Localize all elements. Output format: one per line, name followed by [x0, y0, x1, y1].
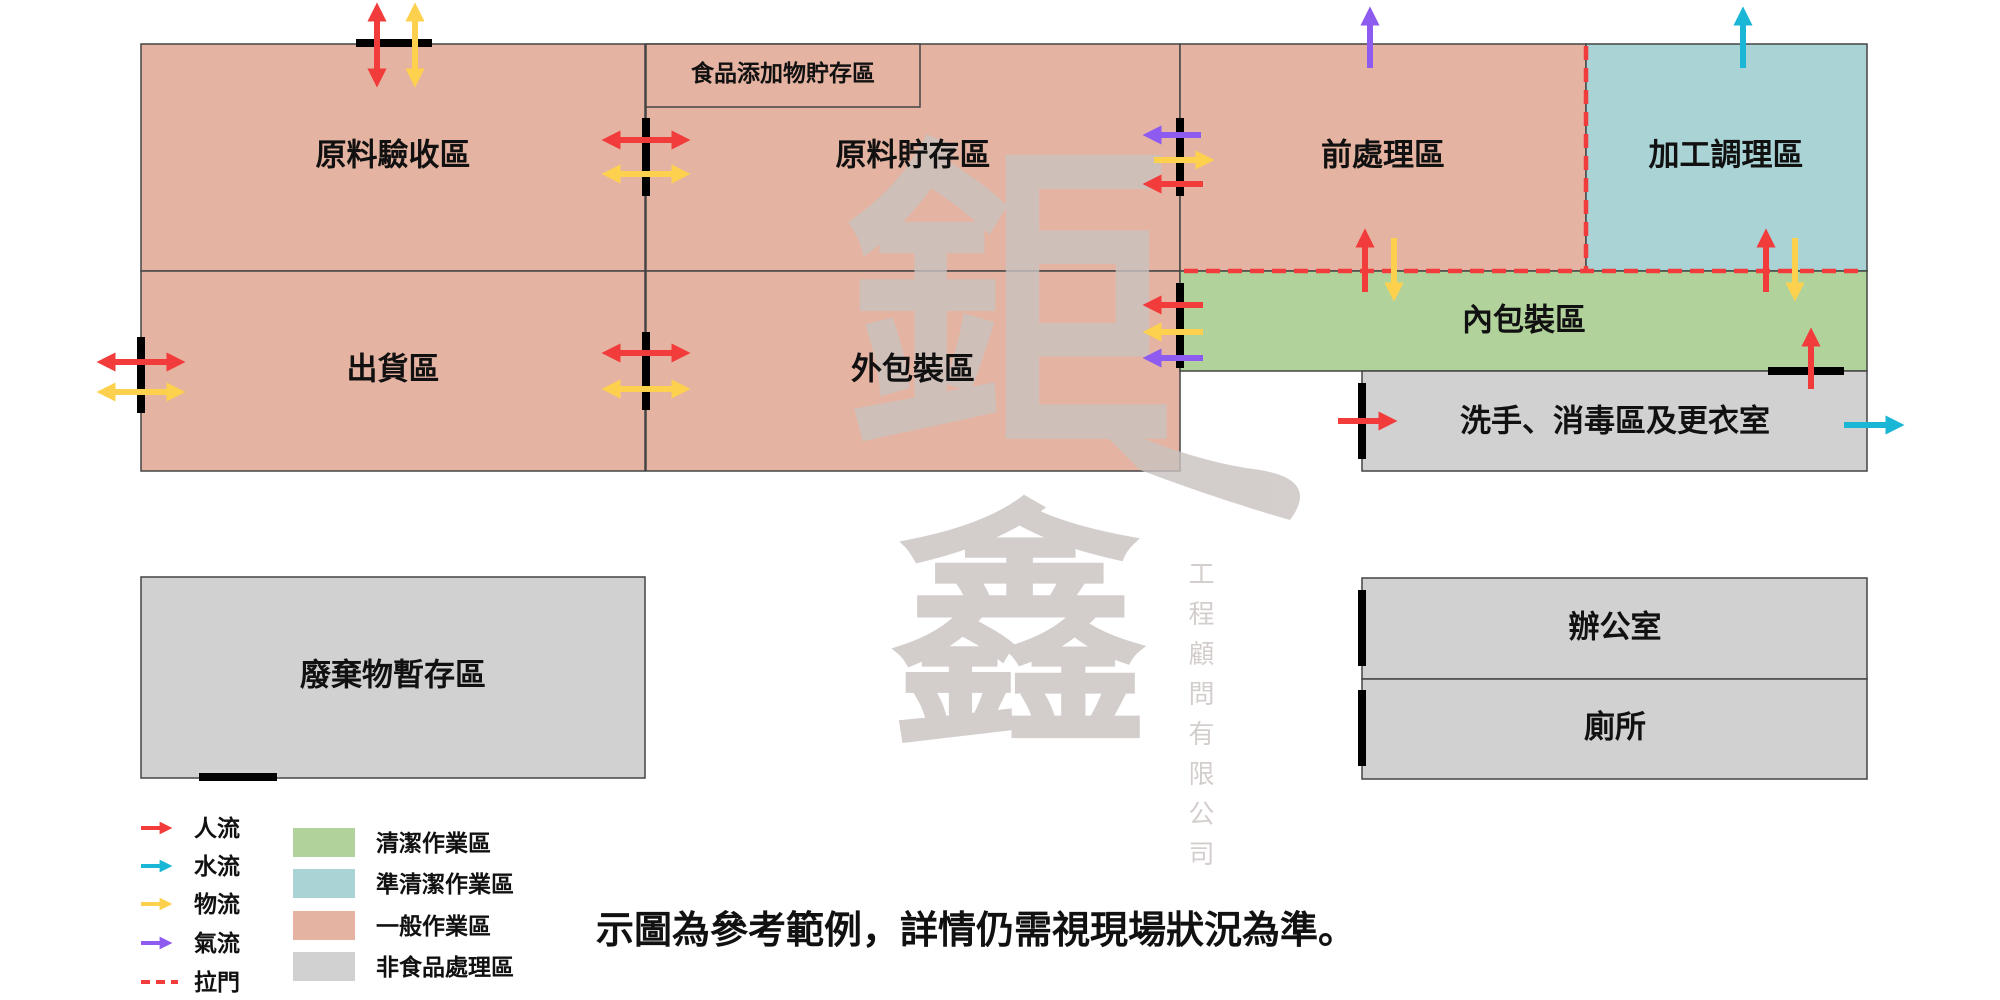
legend-general-swatch	[293, 911, 355, 940]
zone-labels: 原料驗收區 食品添加物貯存區 原料貯存區 前處理區 加工調理區 出貨區 外包裝區…	[300, 60, 1804, 746]
sliding-doors	[1184, 46, 1862, 274]
legend-clean-swatch	[293, 828, 355, 857]
label-raw-storage: 原料貯存區	[836, 138, 991, 174]
zone-office	[1361, 577, 1868, 680]
watermark-brush-stroke	[1080, 410, 1300, 520]
label-toilet: 廁所	[1584, 710, 1646, 746]
legend-non-food-swatch	[293, 952, 355, 981]
legend-semi-clean-swatch	[293, 869, 355, 898]
legend-semi-clean-label: 準清潔作業區	[376, 871, 514, 898]
zone-preprocessing	[1179, 43, 1587, 272]
legend-sliding-door-label: 拉門	[194, 969, 240, 996]
watermark: 鉅 鑫 工程顧問有限公司	[845, 110, 1300, 880]
watermark-brush-char: 鑫	[890, 477, 1150, 782]
label-processing: 加工調理區	[1649, 138, 1804, 174]
zone-toilet	[1361, 678, 1868, 780]
label-waste: 廢棄物暫存區	[300, 658, 486, 694]
zone-outer-packaging	[645, 270, 1181, 472]
legend-material-label: 物流	[194, 891, 240, 918]
label-preprocessing: 前處理區	[1321, 138, 1445, 174]
zone-receiving	[140, 43, 646, 272]
label-outer-packaging: 外包裝區	[851, 352, 975, 388]
zone-inner-packaging	[1179, 270, 1868, 372]
label-shipping: 出貨區	[347, 352, 440, 388]
legend-water-label: 水流	[194, 853, 240, 880]
legend-air-label: 氣流	[194, 930, 240, 957]
label-inner-packaging: 內包裝區	[1462, 303, 1586, 339]
zone-shipping	[140, 270, 646, 472]
legend-non-food-label: 非食品處理區	[376, 954, 514, 981]
zone-processing	[1585, 43, 1868, 272]
legend: 人流 水流 物流 氣流 拉門 清潔作業區 準清潔作業區 一般作業區 非食品處理區	[141, 815, 514, 996]
zones	[140, 43, 1868, 780]
legend-clean-label: 清潔作業區	[376, 830, 491, 857]
watermark-company-text: 工程顧問有限公司	[1184, 560, 1214, 880]
legend-general-label: 一般作業區	[376, 913, 491, 940]
zone-additive-storage	[645, 43, 921, 108]
label-receiving: 原料驗收區	[316, 138, 471, 174]
disclaimer-note: 示圖為參考範例，詳情仍需視現場狀況為準。	[596, 907, 1356, 952]
zone-waste	[140, 576, 646, 779]
label-handwash: 洗手、消毒區及更衣室	[1460, 404, 1770, 440]
label-office: 辦公室	[1569, 610, 1662, 646]
flow-arrows	[96, 2, 1905, 435]
legend-person-label: 人流	[194, 815, 240, 842]
label-additive-storage: 食品添加物貯存區	[691, 60, 875, 87]
